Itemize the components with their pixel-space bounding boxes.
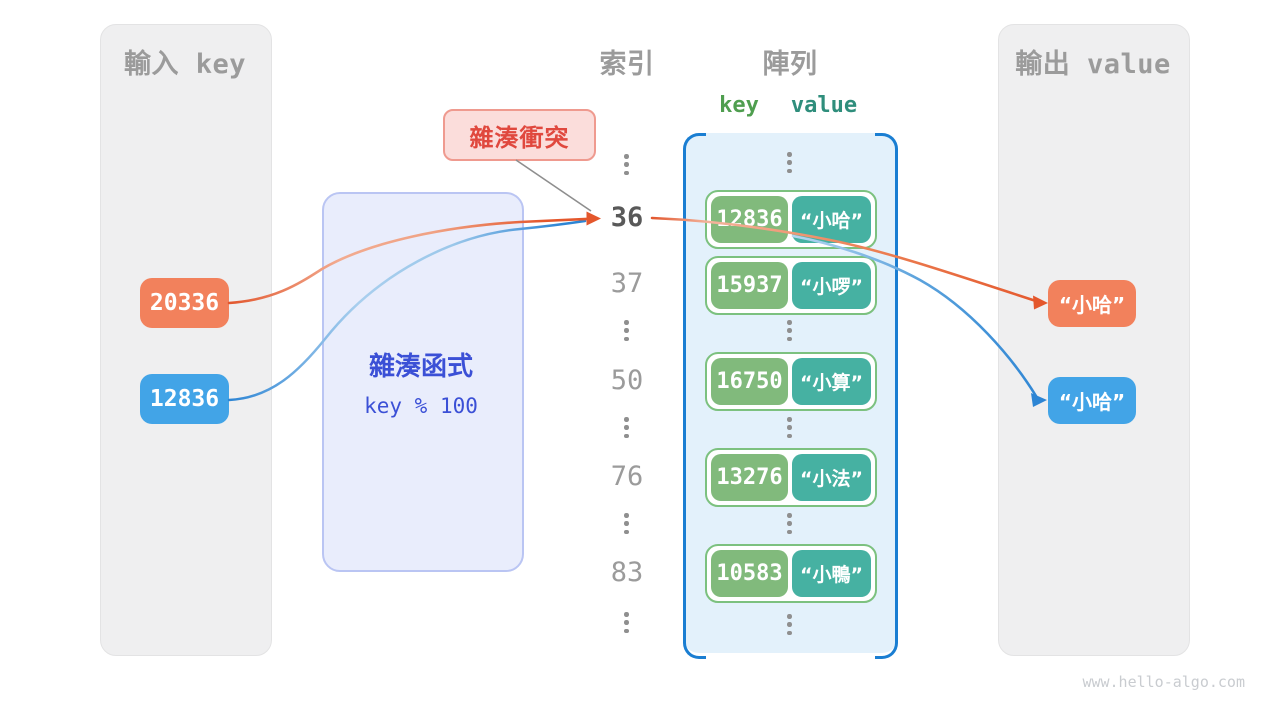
ellipsis-icon (787, 417, 792, 438)
input-key-box-20336: 20336 (140, 278, 229, 328)
key-cell: 12836 (711, 196, 788, 243)
index-value-36: 36 (610, 202, 644, 233)
array-row: 13276 “小法” (705, 448, 877, 507)
hash-function-name: 雜湊函式 (368, 352, 473, 382)
ellipsis-icon (624, 320, 629, 341)
ellipsis-icon (787, 152, 792, 173)
output-value-box-orange: “小哈” (1048, 280, 1136, 327)
collision-badge: 雜湊衝突 (443, 109, 596, 161)
ellipsis-icon (787, 614, 792, 635)
array-value-header: value (790, 93, 858, 118)
key-cell: 16750 (711, 358, 788, 405)
array-left-bracket (683, 133, 706, 659)
key-cell: 13276 (711, 454, 788, 501)
value-cell: “小算” (792, 358, 871, 405)
collision-pointer-line (515, 159, 592, 212)
array-row: 12836 “小哈” (705, 190, 877, 249)
value-cell: “小哈” (792, 196, 871, 243)
key-cell: 15937 (711, 262, 788, 309)
value-cell: “小啰” (792, 262, 871, 309)
hash-function-formula: key % 100 (364, 394, 478, 418)
key-cell: 10583 (711, 550, 788, 597)
index-value-83: 83 (610, 557, 644, 588)
index-value-37: 37 (610, 268, 644, 299)
input-panel-title: 輸入 key (123, 49, 247, 80)
index-value-50: 50 (610, 365, 644, 396)
index-column-title: 索引 (599, 49, 655, 80)
input-key-box-12836: 12836 (140, 374, 229, 424)
array-row: 16750 “小算” (705, 352, 877, 411)
array-title: 陣列 (762, 49, 818, 80)
index-value-76: 76 (610, 461, 644, 492)
value-cell: “小法” (792, 454, 871, 501)
array-key-header: key (719, 93, 759, 118)
output-value-panel (998, 24, 1190, 656)
ellipsis-icon (624, 612, 629, 633)
input-key-panel (100, 24, 272, 656)
array-row: 10583 “小鴨” (705, 544, 877, 603)
ellipsis-icon (787, 320, 792, 341)
ellipsis-icon (624, 417, 629, 438)
watermark: www.hello-algo.com (1082, 673, 1245, 691)
value-cell: “小鴨” (792, 550, 871, 597)
array-right-bracket (875, 133, 898, 659)
ellipsis-icon (624, 513, 629, 534)
ellipsis-icon (624, 154, 629, 175)
output-panel-title: 輸出 value (1015, 49, 1171, 80)
array-row: 15937 “小啰” (705, 256, 877, 315)
ellipsis-icon (787, 513, 792, 534)
output-value-box-blue: “小哈” (1048, 377, 1136, 424)
